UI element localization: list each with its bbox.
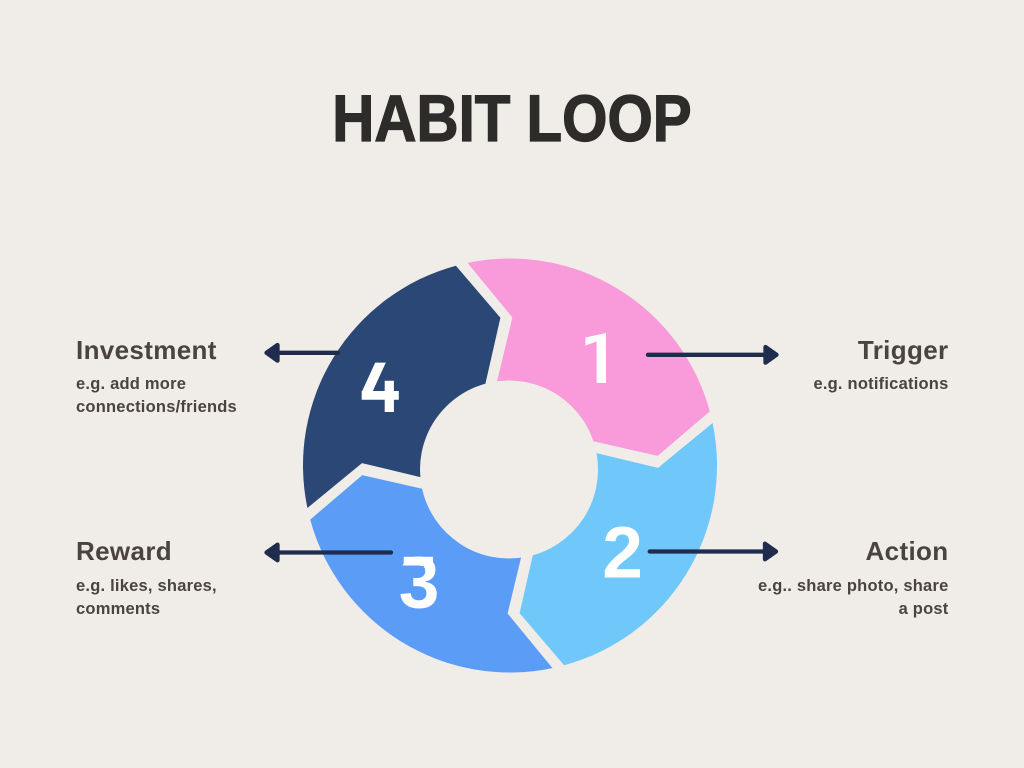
- svg-text:2: 2: [602, 513, 643, 594]
- svg-text:3: 3: [399, 543, 440, 624]
